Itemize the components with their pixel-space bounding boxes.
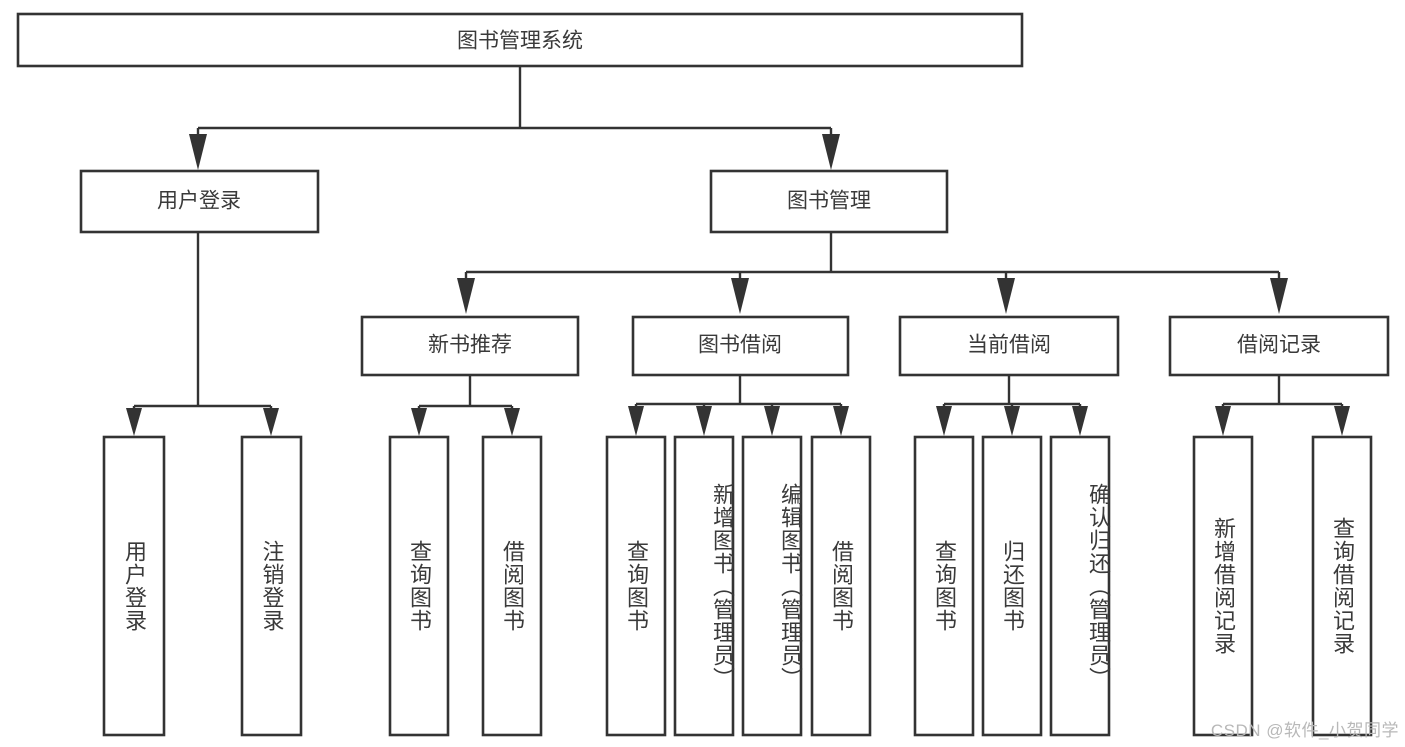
node-root-label: 图书管理系统: [457, 30, 583, 53]
arrow-head-leaf-query-book-borrow: [628, 406, 644, 436]
node-book-manage[interactable]: 图书管理: [709, 169, 949, 234]
arrow-head-leaf-logout: [263, 408, 279, 436]
node-new-book-recommend[interactable]: 新书推荐: [360, 315, 580, 377]
arrow-head-leaf-add-book-admin: [696, 406, 712, 436]
arrow-head-leaf-query-book-current: [936, 406, 952, 436]
node-user-login-box[interactable]: [79, 169, 320, 234]
leaf-return-book-box[interactable]: [981, 435, 1043, 737]
leaf-confirm-return-admin-box[interactable]: [1049, 435, 1111, 737]
node-borrow-record-box[interactable]: [1168, 315, 1390, 377]
watermark-text: CSDN @软件_小贺同学: [1210, 721, 1399, 740]
node-new-book-recommend-box[interactable]: [360, 315, 580, 377]
connector-group-user-login: [126, 232, 279, 436]
leaf-add-book-admin-box[interactable]: [673, 435, 735, 737]
node-book-borrow-label: 图书借阅: [698, 334, 782, 357]
arrow-head-leaf-user-login: [126, 408, 142, 436]
connector-group-borrow-record: [1215, 375, 1350, 436]
arrow-head-leaf-query-book-recommend: [411, 408, 427, 436]
arrow-head-leaf-borrow-book-recommend: [504, 408, 520, 436]
leaf-add-borrow-record-box[interactable]: [1192, 435, 1254, 737]
leaf-edit-book-admin-box[interactable]: [741, 435, 803, 737]
arrow-head-leaf-add-borrow-record: [1215, 406, 1231, 436]
node-book-borrow[interactable]: 图书借阅: [631, 315, 850, 377]
node-current-borrow-box[interactable]: [898, 315, 1120, 377]
arrow-head-leaf-return-book: [1004, 406, 1020, 436]
leaf-boxes-group: [102, 435, 1373, 737]
arrow-head-borrow-record: [1270, 278, 1288, 314]
node-borrow-record[interactable]: 借阅记录: [1168, 315, 1390, 377]
leaf-user-login-box[interactable]: [102, 435, 166, 737]
arrow-head-user-login: [189, 134, 207, 170]
node-user-login-label: 用户登录: [157, 190, 241, 213]
node-borrow-record-label: 借阅记录: [1237, 334, 1321, 357]
leaf-logout-box[interactable]: [240, 435, 303, 737]
leaf-borrow-book-recommend-box[interactable]: [481, 435, 543, 737]
connector-group-book-borrow: [628, 375, 849, 436]
arrow-head-new-book-recommend: [457, 278, 475, 314]
arrow-head-leaf-edit-book-admin: [764, 406, 780, 436]
arrow-head-leaf-confirm-return-admin: [1072, 406, 1088, 436]
node-book-borrow-box[interactable]: [631, 315, 850, 377]
arrow-head-book-manage: [822, 134, 840, 170]
leaf-borrow-book-box[interactable]: [810, 435, 872, 737]
arrow-head-leaf-borrow-book: [833, 406, 849, 436]
connector-group-book-manage: [457, 232, 1288, 314]
node-root-box[interactable]: [16, 12, 1024, 68]
node-book-manage-label: 图书管理: [787, 190, 871, 213]
arrow-head-book-borrow: [731, 278, 749, 314]
connector-group-new-book-recommend: [411, 375, 520, 436]
node-current-borrow-label: 当前借阅: [967, 334, 1051, 357]
leaf-query-borrow-record-box[interactable]: [1311, 435, 1373, 737]
node-current-borrow[interactable]: 当前借阅: [898, 315, 1120, 377]
arrow-head-leaf-query-borrow-record: [1334, 406, 1350, 436]
leaf-query-book-recommend-box[interactable]: [388, 435, 450, 737]
leaf-query-book-borrow-box[interactable]: [605, 435, 667, 737]
node-user-login[interactable]: 用户登录: [79, 169, 320, 234]
node-new-book-recommend-label: 新书推荐: [428, 334, 512, 357]
node-book-manage-box[interactable]: [709, 169, 949, 234]
connector-group-current-borrow: [936, 375, 1088, 436]
node-root[interactable]: 图书管理系统: [16, 12, 1024, 68]
connector-group-root: [189, 66, 840, 170]
arrow-head-current-borrow: [997, 278, 1015, 314]
leaf-query-book-current-box[interactable]: [913, 435, 975, 737]
